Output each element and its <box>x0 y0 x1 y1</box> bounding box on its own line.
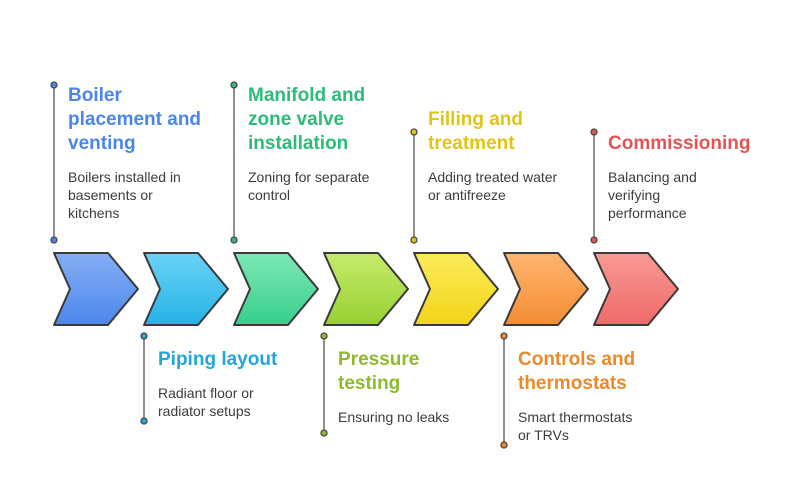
step-description-line: verifying <box>608 187 661 203</box>
step-description: Adding treated water or antifreeze <box>428 168 557 204</box>
step-title-line: treatment <box>428 133 515 154</box>
step-description: Smart thermostats or TRVs <box>518 408 635 444</box>
step-description-line: performance <box>608 205 687 221</box>
connector-dot <box>410 236 418 244</box>
step-description: Radiant floor or radiator setups <box>158 384 277 420</box>
connector-dot <box>50 236 58 244</box>
step-description-line: Boilers installed in <box>68 169 181 185</box>
step-title: Filling and treatment <box>428 108 557 156</box>
connector-dot <box>230 236 238 244</box>
chevron-step-4 <box>323 252 409 326</box>
connector-dot <box>410 128 418 136</box>
step-title: Manifold and zone valve installation <box>248 84 369 156</box>
connector-dot <box>230 81 238 89</box>
step-description: Zoning for separate control <box>248 168 369 204</box>
step-description-line: Balancing and <box>608 169 697 185</box>
step-description-line: Ensuring no leaks <box>338 409 450 425</box>
chevron-step-6 <box>503 252 589 326</box>
step-title: Commissioning <box>608 132 751 156</box>
chevron-step-5 <box>413 252 499 326</box>
step-description: Ensuring no leaks <box>338 408 449 426</box>
step-title-line: Boiler <box>68 85 122 106</box>
connector-dot <box>320 332 328 340</box>
step-title-line: Manifold and <box>248 85 366 106</box>
step-description-line: kitchens <box>68 205 120 221</box>
chevron-step-2 <box>143 252 229 326</box>
connector-dot <box>500 441 508 449</box>
connector-dot <box>50 81 58 89</box>
connector-dot <box>140 417 148 425</box>
step-description: Boilers installed in basements or kitchens <box>68 168 201 222</box>
step-description: Balancing and verifying performance <box>608 168 751 222</box>
step-title-line: Commissioning <box>608 133 751 154</box>
connector-dot <box>320 429 328 437</box>
step-description-line: or TRVs <box>518 427 569 443</box>
connector-dot <box>590 236 598 244</box>
step-description-line: or antifreeze <box>428 187 506 203</box>
step-title: Boiler placement and venting <box>68 84 201 156</box>
chevron-step-1 <box>53 252 139 326</box>
step-description-line: Radiant floor or <box>158 385 254 401</box>
connector-dot <box>140 332 148 340</box>
step-title-line: placement and <box>68 109 202 130</box>
step-description-line: Smart thermostats <box>518 409 633 425</box>
chevron-step-7 <box>593 252 679 326</box>
step-title: Pressure testing <box>338 348 449 396</box>
step-title-line: venting <box>68 133 136 154</box>
step-title-line: installation <box>248 133 349 154</box>
step-title: Piping layout <box>158 348 277 372</box>
connector-dot <box>590 128 598 136</box>
chevron-step-3 <box>233 252 319 326</box>
step-description-line: radiator setups <box>158 403 251 419</box>
step-description-line: Zoning for separate <box>248 169 370 185</box>
step-title-line: Controls and <box>518 349 636 370</box>
step-title-line: Piping layout <box>158 349 278 370</box>
step-title-line: zone valve <box>248 109 345 130</box>
step-title-line: Pressure <box>338 349 420 370</box>
step-description-line: control <box>248 187 291 203</box>
connector-dot <box>500 332 508 340</box>
step-title: Controls and thermostats <box>518 348 635 396</box>
step-title-line: testing <box>338 373 401 394</box>
step-title-line: Filling and <box>428 109 523 130</box>
step-description-line: Adding treated water <box>428 169 558 185</box>
step-title-line: thermostats <box>518 373 627 394</box>
step-description-line: basements or <box>68 187 153 203</box>
